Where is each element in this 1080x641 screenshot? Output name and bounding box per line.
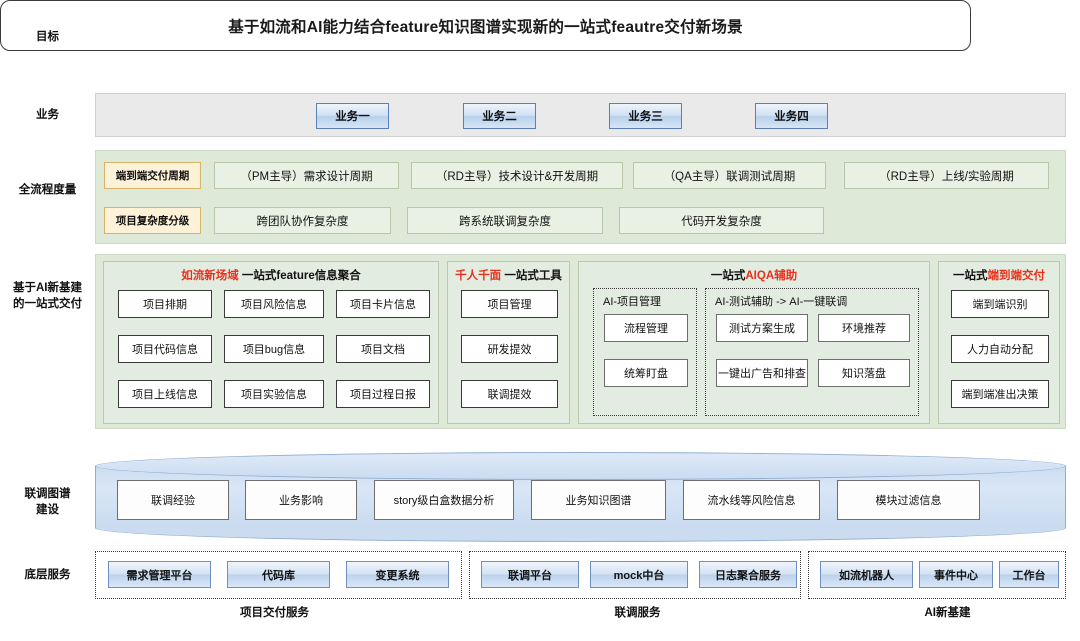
measure-tag-complexity-level: 项目复杂度分级 bbox=[104, 207, 201, 234]
measure-cell-rd-launch-exp: （RD主导）上线/实验周期 bbox=[844, 162, 1049, 189]
aiqa-item-onekey-ad-check[interactable]: 一键出广告和排查 bbox=[716, 359, 808, 387]
business-item-3[interactable]: 业务三 bbox=[609, 103, 682, 129]
panel-aiqa-assist: 一站式AIQA辅助 AI-项目管理 流程管理 统筹盯盘 AI-测试辅助 -> A… bbox=[578, 261, 930, 424]
panel-title-aiqa-red: AIQA辅助 bbox=[745, 270, 798, 282]
service-item-joint-platform[interactable]: 联调平台 bbox=[481, 561, 579, 588]
panel-title-aiqa: 一站式AIQA辅助 bbox=[579, 267, 929, 283]
graph-item-joint-experience[interactable]: 联调经验 bbox=[117, 480, 229, 520]
measurement-band: 端到端交付周期 项目复杂度分级 （PM主导）需求设计周期 （RD主导）技术设计&… bbox=[95, 150, 1066, 244]
service-item-log-aggregation[interactable]: 日志聚合服务 bbox=[699, 561, 797, 588]
aiqa-item-overall-track[interactable]: 统筹盯盘 bbox=[604, 359, 688, 387]
service-caption-project-delivery: 项目交付服务 bbox=[240, 607, 309, 619]
panel-title-thousand-red: 千人千面 bbox=[455, 270, 502, 282]
service-item-ruliu-robot[interactable]: 如流机器人 bbox=[820, 561, 913, 588]
panel-thousand-faces: 千人千面 一站式工具 项目管理 研发提效 联调提效 bbox=[447, 261, 570, 424]
e2e-item-exit-decision[interactable]: 端到端准出决策 bbox=[951, 380, 1049, 408]
ai-item-project-doc[interactable]: 项目文档 bbox=[336, 335, 430, 363]
panel-title-e2e: 一站式端到端交付 bbox=[939, 267, 1059, 283]
graph-item-pipeline-risk[interactable]: 流水线等风险信息 bbox=[683, 480, 820, 520]
e2e-item-identification[interactable]: 端到端识别 bbox=[951, 290, 1049, 318]
graph-item-business-graph[interactable]: 业务知识图谱 bbox=[531, 480, 666, 520]
panel-title-ruliu-red: 如流新场域 bbox=[181, 270, 239, 282]
ai-item-project-card[interactable]: 项目卡片信息 bbox=[336, 290, 430, 318]
service-item-requirement-platform[interactable]: 需求管理平台 bbox=[108, 561, 211, 588]
business-item-4[interactable]: 业务四 bbox=[755, 103, 828, 129]
measure-cell-cross-system: 跨系统联调复杂度 bbox=[407, 207, 603, 234]
knowledge-graph-cylinder: 联调经验 业务影响 story级白盒数据分析 业务知识图谱 流水线等风险信息 模… bbox=[95, 452, 1066, 542]
measure-tag-delivery-cycle: 端到端交付周期 bbox=[104, 162, 201, 189]
panel-title-thousand: 千人千面 一站式工具 bbox=[448, 267, 569, 283]
panel-end-to-end-delivery: 一站式端到端交付 端到端识别 人力自动分配 端到端准出决策 bbox=[938, 261, 1060, 424]
ai-item-project-daily[interactable]: 项目过程日报 bbox=[336, 380, 430, 408]
measure-cell-rd-design-dev: （RD主导）技术设计&开发周期 bbox=[411, 162, 623, 189]
ai-item-project-code[interactable]: 项目代码信息 bbox=[118, 335, 212, 363]
measure-cell-pm-requirement: （PM主导）需求设计周期 bbox=[214, 162, 399, 189]
goal-box: 基于如流和AI能力结合feature知识图谱实现新的一站式feautre交付新场… bbox=[0, 0, 971, 51]
graph-item-business-impact[interactable]: 业务影响 bbox=[245, 480, 357, 520]
bottom-services-band: 需求管理平台 代码库 变更系统 联调平台 mock中台 日志聚合服务 如流机器人… bbox=[95, 551, 1066, 599]
service-caption-ai-infra: AI新基建 bbox=[924, 607, 971, 619]
row-label-ai-delivery: 基于AI新基建 的一站式交付 bbox=[0, 281, 95, 312]
panel-title-e2e-pre: 一站式 bbox=[953, 270, 988, 282]
business-item-2[interactable]: 业务二 bbox=[463, 103, 536, 129]
e2e-item-auto-allocation[interactable]: 人力自动分配 bbox=[951, 335, 1049, 363]
row-label-measure: 全流程度量 bbox=[18, 184, 77, 196]
row-label-goal: 目标 bbox=[36, 31, 59, 43]
panel-title-thousand-black: 一站式工具 bbox=[501, 270, 562, 282]
business-band: 业务一 业务二 业务三 业务四 bbox=[95, 93, 1066, 137]
ai-item-project-bug[interactable]: 项目bug信息 bbox=[224, 335, 324, 363]
panel-title-e2e-red: 端到端交付 bbox=[987, 270, 1046, 282]
panel-title-ruliu-black: 一站式feature信息聚合 bbox=[238, 270, 361, 282]
service-group-joint-debug: 联调平台 mock中台 日志聚合服务 bbox=[469, 551, 801, 599]
service-caption-joint-debug: 联调服务 bbox=[614, 607, 661, 619]
cylinder-top-ellipse bbox=[95, 452, 1066, 480]
service-group-ai-infrastructure: 如流机器人 事件中心 工作台 bbox=[808, 551, 1066, 599]
business-item-1[interactable]: 业务一 bbox=[316, 103, 389, 129]
dash-title-ai-test-assist: AI-测试辅助 -> AI-一键联调 bbox=[715, 296, 848, 308]
row-label-service: 底层服务 bbox=[24, 569, 71, 581]
ai-item-project-schedule[interactable]: 项目排期 bbox=[118, 290, 212, 318]
measure-cell-code-dev: 代码开发复杂度 bbox=[619, 207, 824, 234]
graph-item-module-filter[interactable]: 模块过滤信息 bbox=[837, 480, 980, 520]
service-item-workbench[interactable]: 工作台 bbox=[999, 561, 1059, 588]
service-group-project-delivery: 需求管理平台 代码库 变更系统 bbox=[95, 551, 462, 599]
ai-item-project-launch[interactable]: 项目上线信息 bbox=[118, 380, 212, 408]
service-item-code-repo[interactable]: 代码库 bbox=[227, 561, 330, 588]
ai-label-line1: 基于AI新基建 bbox=[13, 282, 82, 294]
service-item-event-center[interactable]: 事件中心 bbox=[919, 561, 993, 588]
ai-item-project-mgmt[interactable]: 项目管理 bbox=[461, 290, 558, 318]
dash-group-ai-test-assist: AI-测试辅助 -> AI-一键联调 测试方案生成 环境推荐 一键出广告和排查 … bbox=[705, 288, 919, 416]
aiqa-item-knowledge-drop[interactable]: 知识落盘 bbox=[818, 359, 910, 387]
ai-item-joint-efficiency[interactable]: 联调提效 bbox=[461, 380, 558, 408]
measure-cell-qa-joint-test: （QA主导）联调测试周期 bbox=[633, 162, 826, 189]
aiqa-item-process-mgmt[interactable]: 流程管理 bbox=[604, 314, 688, 342]
goal-text: 基于如流和AI能力结合feature知识图谱实现新的一站式feautre交付新场… bbox=[228, 18, 743, 36]
aiqa-item-test-plan-gen[interactable]: 测试方案生成 bbox=[716, 314, 808, 342]
row-label-business: 业务 bbox=[36, 109, 59, 121]
service-item-mock-middle[interactable]: mock中台 bbox=[590, 561, 688, 588]
panel-title-aiqa-pre: 一站式 bbox=[710, 270, 746, 282]
panel-ruliu-new-field: 如流新场域 一站式feature信息聚合 项目排期 项目风险信息 项目卡片信息 … bbox=[103, 261, 439, 424]
measure-cell-cross-team: 跨团队协作复杂度 bbox=[214, 207, 391, 234]
ai-label-line2: 的一站式交付 bbox=[13, 297, 82, 310]
panel-title-ruliu: 如流新场域 一站式feature信息聚合 bbox=[104, 267, 438, 283]
ai-item-project-risk[interactable]: 项目风险信息 bbox=[224, 290, 324, 318]
ai-item-project-experiment[interactable]: 项目实验信息 bbox=[224, 380, 324, 408]
graph-item-story-whitebox[interactable]: story级白盒数据分析 bbox=[374, 480, 514, 520]
aiqa-item-env-recommend[interactable]: 环境推荐 bbox=[818, 314, 910, 342]
row-label-graph: 联调图谱 建设 bbox=[0, 487, 95, 518]
ai-delivery-band: 如流新场域 一站式feature信息聚合 项目排期 项目风险信息 项目卡片信息 … bbox=[95, 254, 1066, 429]
dash-group-ai-project-mgmt: AI-项目管理 流程管理 统筹盯盘 bbox=[593, 288, 697, 416]
dash-title-ai-project-mgmt: AI-项目管理 bbox=[603, 296, 662, 308]
graph-label-line2: 建设 bbox=[36, 503, 59, 516]
ai-item-rd-efficiency[interactable]: 研发提效 bbox=[461, 335, 558, 363]
graph-label-line1: 联调图谱 bbox=[24, 488, 71, 500]
service-item-change-system[interactable]: 变更系统 bbox=[346, 561, 449, 588]
